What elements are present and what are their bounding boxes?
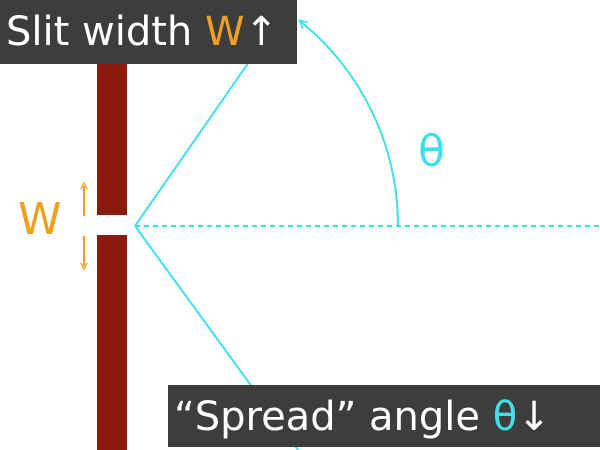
slit-width-label: W <box>18 194 62 245</box>
caption-up-arrow-icon: ↑ <box>244 9 279 55</box>
angle-arc <box>300 21 400 227</box>
caption-spread-angle-text: “Spread” angle <box>174 394 493 440</box>
caption-slit-width: Slit width W↑ <box>0 0 297 64</box>
caption-slit-width-var: W <box>204 9 245 55</box>
caption-spread-angle-var: θ <box>492 394 518 440</box>
caption-down-arrow-icon: ↓ <box>517 394 551 440</box>
angle-label: θ <box>418 126 445 177</box>
barrier-lower <box>97 235 127 450</box>
caption-spread-angle: “Spread” angle θ↓ <box>168 385 600 447</box>
caption-slit-width-text: Slit width <box>6 9 205 55</box>
